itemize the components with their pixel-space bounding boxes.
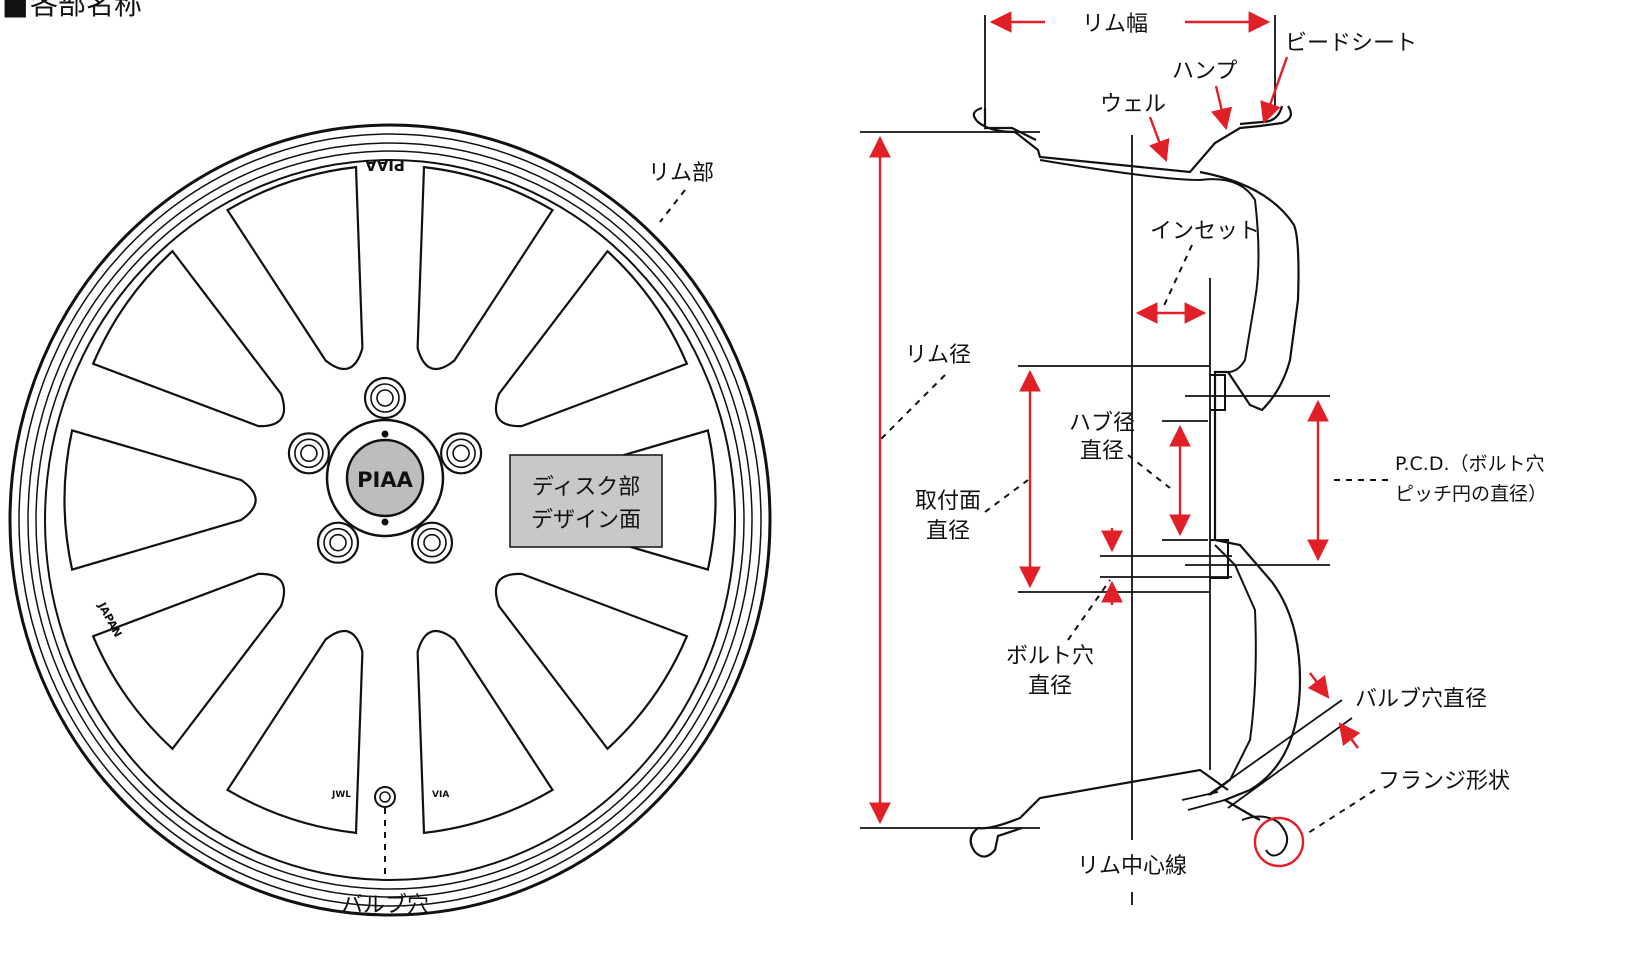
rim-width-label: リム幅: [1082, 12, 1148, 37]
section-title-text: 各部名称: [30, 0, 142, 21]
spoke-window: [494, 249, 689, 428]
flange-shape-label: フランジ形状: [1378, 769, 1510, 794]
spoke-window: [225, 629, 364, 835]
well-label: ウェル: [1100, 92, 1166, 117]
lug-nut: [440, 432, 483, 475]
disc-design-line2: デザイン面: [531, 508, 641, 533]
lug-nut: [446, 438, 476, 469]
lug-nut: [329, 533, 347, 552]
rim-part-label: リム部: [648, 161, 714, 186]
mounting-face-line1: 取付面: [915, 489, 981, 514]
rim-diameter-label: リム径: [905, 343, 971, 368]
lug-nut: [376, 389, 394, 407]
rim-center-line-label: リム中心線: [1077, 854, 1187, 879]
rim-part-callout: リム部: [648, 161, 714, 223]
lug-nut: [323, 527, 353, 558]
lug-nut: [423, 533, 441, 552]
lug-nut: [363, 376, 407, 420]
section-title: ■ 各部名称: [2, 0, 142, 21]
lug-nut: [417, 527, 447, 558]
center-cap: PIAA: [325, 418, 445, 538]
pcd-line2: ピッチ円の直径）: [1395, 483, 1547, 505]
pcd-line1: P.C.D.（ボルト穴: [1395, 453, 1545, 475]
spoke-window: [63, 429, 257, 571]
reference-lines: [860, 15, 1353, 905]
spoke-window: [225, 165, 364, 371]
valve-hole-callout: バルブ穴: [341, 808, 429, 918]
rim-rings: [8, 123, 772, 917]
hub-diameter-line1: ハブ径: [1069, 411, 1135, 436]
lug-nut: [410, 521, 454, 564]
spoke-window: [91, 249, 286, 428]
mark-left: JWL: [331, 790, 351, 800]
lug-nut: [294, 438, 324, 469]
bead-seat-label: ビードシート: [1285, 31, 1417, 56]
front-view-wheel: PIAA PIAA JAPAN JWL VIA: [8, 123, 772, 917]
rim-brand-text: PIAA: [365, 156, 405, 174]
spoke-window: [494, 572, 689, 751]
section-marker: ■: [2, 0, 28, 21]
cross-section: リム幅 ビードシート ハンプ ウェル インセット リム径 ハブ径 直径 取付面 …: [860, 11, 1547, 905]
disc-design-line1: ディスク部: [532, 475, 640, 500]
inset-label: インセット: [1150, 219, 1260, 244]
spoke-windows: [63, 165, 717, 835]
hump-label: ハンプ: [1172, 59, 1237, 84]
hub-diameter-line2: 直径: [1080, 439, 1124, 464]
valve-hole-label: バルブ穴: [341, 893, 429, 918]
mounting-face-line2: 直径: [926, 519, 970, 544]
leader-lines: [879, 244, 1388, 836]
lug-nut: [316, 521, 360, 564]
lug-nut: [300, 444, 318, 463]
spoke-window: [416, 165, 555, 371]
disc-design-callout: ディスク部 デザイン面: [509, 454, 663, 548]
dimension-arrows: [869, 11, 1361, 868]
lug-nut: [287, 432, 330, 475]
bolt-hole-line2: 直径: [1028, 674, 1072, 699]
lug-nut: [452, 444, 470, 463]
bolt-hole-line1: ボルト穴: [1006, 644, 1094, 669]
mark-right: VIA: [432, 790, 449, 800]
spoke-window: [416, 629, 555, 835]
lug-nut: [370, 383, 400, 413]
lug-nuts: [287, 376, 483, 564]
valve-icon: [374, 786, 396, 808]
center-cap-brand: PIAA: [357, 468, 413, 492]
valve-hole-diameter-label: バルブ穴直径: [1355, 687, 1487, 712]
spoke-window: [91, 572, 286, 751]
